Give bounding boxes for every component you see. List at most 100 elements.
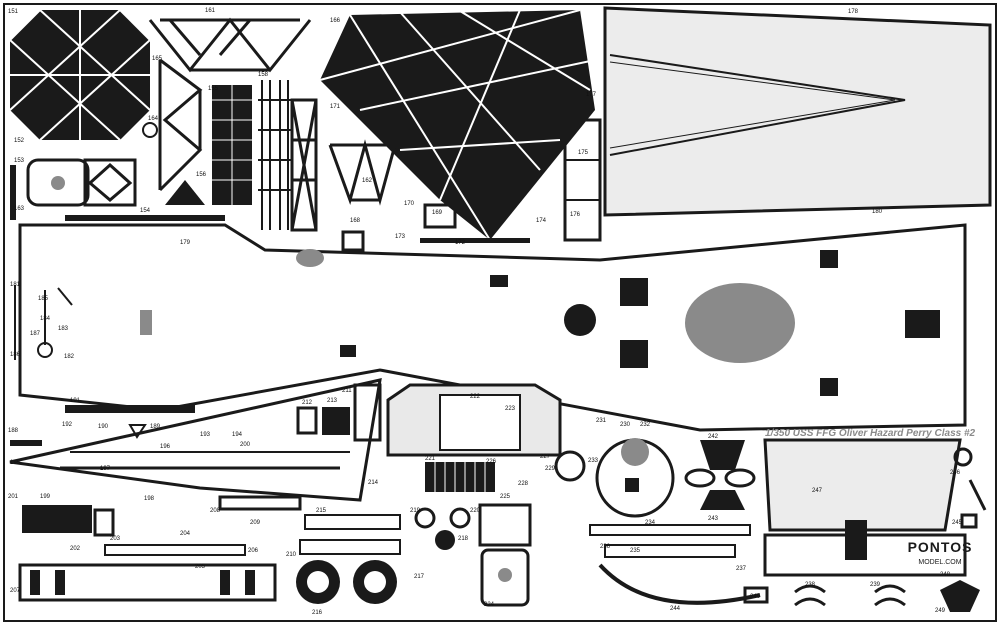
part-label: 192 <box>62 422 73 428</box>
part-label: 219 <box>410 508 421 514</box>
part-label: 242 <box>708 434 719 440</box>
part-label: 249 <box>935 608 946 614</box>
part-label: 154 <box>140 208 151 214</box>
part-label: 215 <box>316 508 327 514</box>
part-label: 234 <box>645 520 656 526</box>
part-label: 193 <box>200 432 211 438</box>
part-label: 170 <box>404 201 415 207</box>
sheet-frame <box>3 3 997 622</box>
part-label: 248 <box>940 572 951 578</box>
part-label: 183 <box>58 326 69 332</box>
sheet-title: 1/350 USS FFG Oliver Hazard Perry Class … <box>765 428 976 439</box>
part-153-fitting: 152 153 <box>14 138 137 207</box>
part-label: 245 <box>952 520 963 526</box>
part-label: 153 <box>14 158 25 164</box>
part-label: 163 <box>14 206 25 212</box>
part-label: 171 <box>330 104 341 110</box>
part-label: 233 <box>588 458 599 464</box>
part-218-round-fittings: 218 219 220 217 224 225 226 227 228 229 <box>410 454 556 608</box>
part-195-bow-deck: 195 196 197 <box>9 378 382 502</box>
part-label: 162 <box>362 178 373 184</box>
part-181-fittings: 181 182 183 184 185 186 187 <box>10 282 75 360</box>
part-222-hangar-panel: 222 223 <box>386 383 562 457</box>
part-label: 165 <box>152 56 163 62</box>
part-230-round-deck: 230 231 232 233 <box>554 418 675 518</box>
part-label: 231 <box>596 418 607 424</box>
part-label: 194 <box>232 432 243 438</box>
part-label: 222 <box>470 394 481 400</box>
part-label: 214 <box>368 480 379 486</box>
part-label: 158 <box>258 72 269 78</box>
part-label: 189 <box>150 424 161 430</box>
part-label: 175 <box>578 150 589 156</box>
part-label: 155 <box>208 86 219 92</box>
part-174-small-parts: 174 175 176 177 <box>536 92 602 242</box>
part-label: 223 <box>505 406 516 412</box>
pontos-logo: PONTOS MODEL.COM <box>908 539 972 566</box>
part-label: 218 <box>458 536 469 542</box>
part-label: 228 <box>518 481 529 487</box>
part-label: 166 <box>330 18 341 24</box>
part-169-brackets: 169 170 171 173 <box>330 104 457 252</box>
part-label: 211 <box>342 388 352 394</box>
part-238-lower-right: 238 239 240 <box>743 582 906 607</box>
part-label: 226 <box>486 459 497 465</box>
part-155-grating: 155 <box>208 85 252 205</box>
part-label: 204 <box>180 531 191 537</box>
part-label: 243 <box>708 516 719 522</box>
part-151-octagon-truss: 151 <box>8 9 151 141</box>
part-label: 195 <box>10 460 21 466</box>
part-label: 191 <box>70 398 81 404</box>
part-label: 169 <box>432 210 443 216</box>
part-label: 220 <box>470 508 481 514</box>
part-label: 239 <box>870 582 881 588</box>
part-label: 238 <box>805 582 816 588</box>
part-label: 216 <box>312 610 323 616</box>
part-163-rod: 163 164 <box>10 116 159 220</box>
part-label: 184 <box>40 316 51 322</box>
part-label: 185 <box>38 296 49 302</box>
part-248-corner-parts: 248 249 <box>935 572 980 614</box>
part-label: 224 <box>484 602 495 608</box>
part-label: 201 <box>8 494 19 500</box>
part-label: 198 <box>144 496 155 502</box>
part-label: 240 <box>750 594 761 600</box>
part-label: 208 <box>210 508 221 514</box>
part-label: 212 <box>302 400 313 406</box>
part-label: 244 <box>670 606 681 612</box>
part-label: 237 <box>736 566 747 572</box>
part-label: 227 <box>540 454 551 460</box>
part-161-v-truss: 161 <box>148 8 312 73</box>
part-label: 186 <box>10 352 21 358</box>
part-label: 188 <box>8 428 19 434</box>
part-label: 206 <box>248 548 259 554</box>
brand-url: MODEL.COM <box>918 559 961 566</box>
part-label: 217 <box>414 574 425 580</box>
part-label: 179 <box>180 240 191 246</box>
part-label: 176 <box>570 212 581 218</box>
part-label: 181 <box>10 282 21 288</box>
part-label: 213 <box>327 398 338 404</box>
part-211-center-parts: 211 212 213 214 215 216 <box>296 383 401 616</box>
part-label: 246 <box>950 470 961 476</box>
part-165-column-truss: 165 <box>152 56 203 192</box>
part-166-large-truss: 166 <box>319 9 596 241</box>
part-246-side-fittings: 246 245 <box>950 447 987 529</box>
part-179-main-deck: 179 <box>18 223 967 432</box>
part-label: 177 <box>586 92 597 98</box>
part-label: 209 <box>250 520 261 526</box>
part-172-bar: 172 <box>420 238 530 246</box>
part-label: 173 <box>395 234 406 240</box>
part-154-strip: 154 <box>65 208 225 221</box>
part-label: 205 <box>195 564 206 570</box>
part-label: 202 <box>70 546 81 552</box>
part-label: 174 <box>536 218 547 224</box>
part-label: 236 <box>600 544 611 550</box>
part-167-crane-arms: 162 168 <box>328 139 397 224</box>
part-178-flight-deck: 178 180 <box>603 6 992 217</box>
part-label: 168 <box>350 218 361 224</box>
part-label: 230 <box>620 422 631 428</box>
part-label: 199 <box>40 494 51 500</box>
part-221-ladder-block: 221 <box>425 456 495 492</box>
